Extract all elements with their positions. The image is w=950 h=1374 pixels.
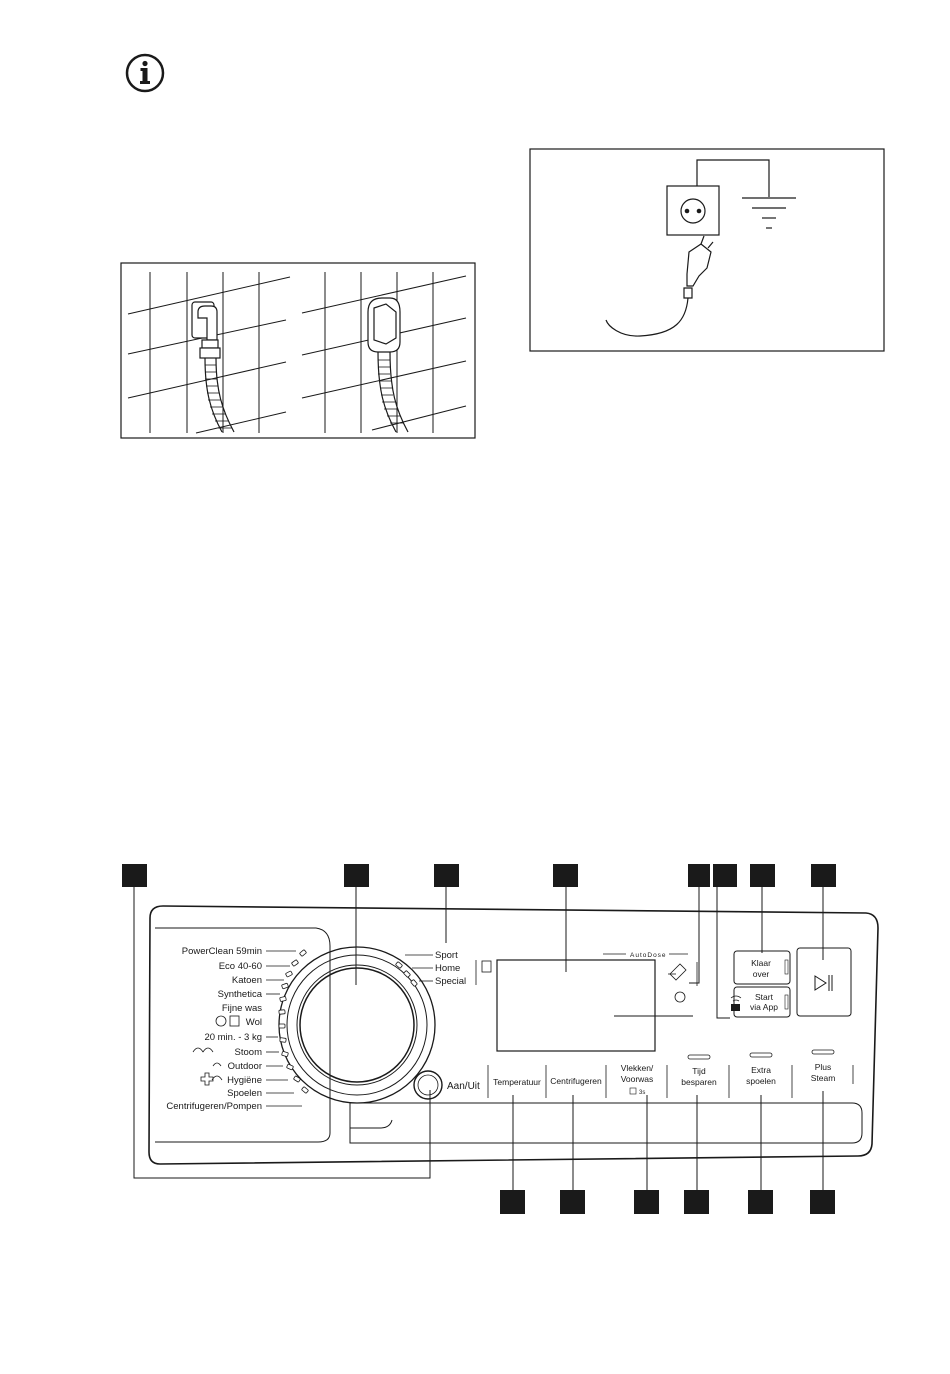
callout-marker — [500, 1190, 525, 1214]
temperatuur-button[interactable]: Temperatuur — [493, 1077, 541, 1087]
display-area: AutoDose — [476, 952, 697, 1051]
woolmark-icon — [230, 1016, 239, 1026]
vlekken-hold-label: 3s — [639, 1090, 645, 1096]
power-button[interactable] — [414, 1071, 442, 1099]
category-labels: Sport Home Special — [435, 950, 466, 987]
tijd-label-2: besparen — [681, 1077, 717, 1087]
callout-marker — [560, 1190, 585, 1214]
callout-marker — [553, 864, 578, 887]
play-pause-icon — [815, 976, 826, 990]
info-icon — [127, 55, 163, 91]
start-pause-button[interactable] — [797, 948, 851, 1016]
callout-marker — [688, 864, 710, 887]
programme-centrifugeren-pompen: Centrifugeren/Pompen — [166, 1101, 262, 1112]
klaar-over-label-2: over — [753, 969, 770, 979]
callout-marker — [748, 1190, 773, 1214]
category-special: Special — [435, 976, 466, 987]
programme-fijne-was: Fijne was — [222, 1003, 262, 1014]
option-button-separators — [488, 1065, 853, 1098]
temperatuur-label: Temperatuur — [493, 1077, 541, 1087]
programme-katoen: Katoen — [232, 975, 262, 986]
programme-eco: Eco 40-60 — [219, 961, 262, 972]
child-lock-icon — [630, 1088, 636, 1094]
hygiene-steam-icon — [212, 1076, 222, 1080]
programme-synthetica: Synthetica — [218, 989, 263, 1000]
water-tap-illustration — [121, 263, 475, 438]
hygiene-plus-icon — [201, 1073, 213, 1085]
callout-marker — [750, 864, 775, 887]
programme-spoelen: Spoelen — [227, 1088, 262, 1099]
control-panel-illustration: PowerClean 59min Eco 40-60 Katoen Synthe… — [122, 864, 878, 1214]
autodose-detergent-icon — [670, 964, 686, 980]
extra-spoelen-button[interactable]: Extra spoelen — [746, 1065, 776, 1086]
steam-icon — [193, 1048, 213, 1052]
autodose-softener-icon — [675, 992, 685, 1002]
klaar-over-label-1: Klaar — [751, 958, 771, 968]
program-selector-dial[interactable] — [279, 947, 435, 1103]
plus-label-1: Plus — [815, 1062, 832, 1072]
vlekken-label-1: Vlekken/ — [621, 1063, 654, 1073]
callout-marker — [634, 1190, 659, 1214]
category-sport: Sport — [435, 950, 458, 961]
wool-icon — [216, 1016, 226, 1026]
extra-label-1: Extra — [751, 1065, 771, 1075]
earthed-socket-illustration — [530, 149, 884, 351]
start-via-app-label-2: via App — [750, 1002, 778, 1012]
callout-marker — [122, 864, 147, 887]
option-leds — [688, 1050, 834, 1059]
programme-outdoor: Outdoor — [228, 1061, 262, 1072]
start-via-app-label-1: Start — [755, 992, 774, 1002]
callout-marker — [810, 1190, 835, 1214]
plus-steam-button[interactable]: Plus Steam — [811, 1062, 836, 1083]
tijd-label-1: Tijd — [692, 1066, 706, 1076]
autodose-label: AutoDose — [630, 952, 667, 959]
callout-marker — [434, 864, 459, 887]
programme-powerclean: PowerClean 59min — [182, 946, 262, 957]
vlekken-voorwas-button[interactable]: Vlekken/ Voorwas 3s — [621, 1063, 654, 1096]
tijd-besparen-button[interactable]: Tijd besparen — [681, 1066, 717, 1087]
programme-wol: Wol — [246, 1017, 262, 1028]
plus-label-2: Steam — [811, 1073, 836, 1083]
callout-marker — [713, 864, 737, 887]
door-lock-icon — [482, 961, 491, 972]
centrifugeren-button[interactable]: Centrifugeren — [550, 1076, 602, 1086]
extra-label-2: spoelen — [746, 1076, 776, 1086]
programme-stoom: Stoom — [235, 1047, 263, 1058]
outdoor-icon — [213, 1063, 221, 1066]
vlekken-label-2: Voorwas — [621, 1074, 654, 1084]
programme-20min: 20 min. - 3 kg — [204, 1032, 262, 1043]
wifi-icon — [731, 996, 741, 1001]
centrifugeren-label: Centrifugeren — [550, 1076, 602, 1086]
callout-marker — [684, 1190, 709, 1214]
callout-marker — [811, 864, 836, 887]
app-play-icon — [731, 1004, 740, 1011]
power-button-label: Aan/Uit — [447, 1081, 480, 1092]
category-home: Home — [435, 963, 460, 974]
programme-labels: PowerClean 59min Eco 40-60 Katoen Synthe… — [166, 946, 262, 1112]
callout-marker — [344, 864, 369, 887]
programme-hygiene: Hygiëne — [227, 1075, 262, 1086]
